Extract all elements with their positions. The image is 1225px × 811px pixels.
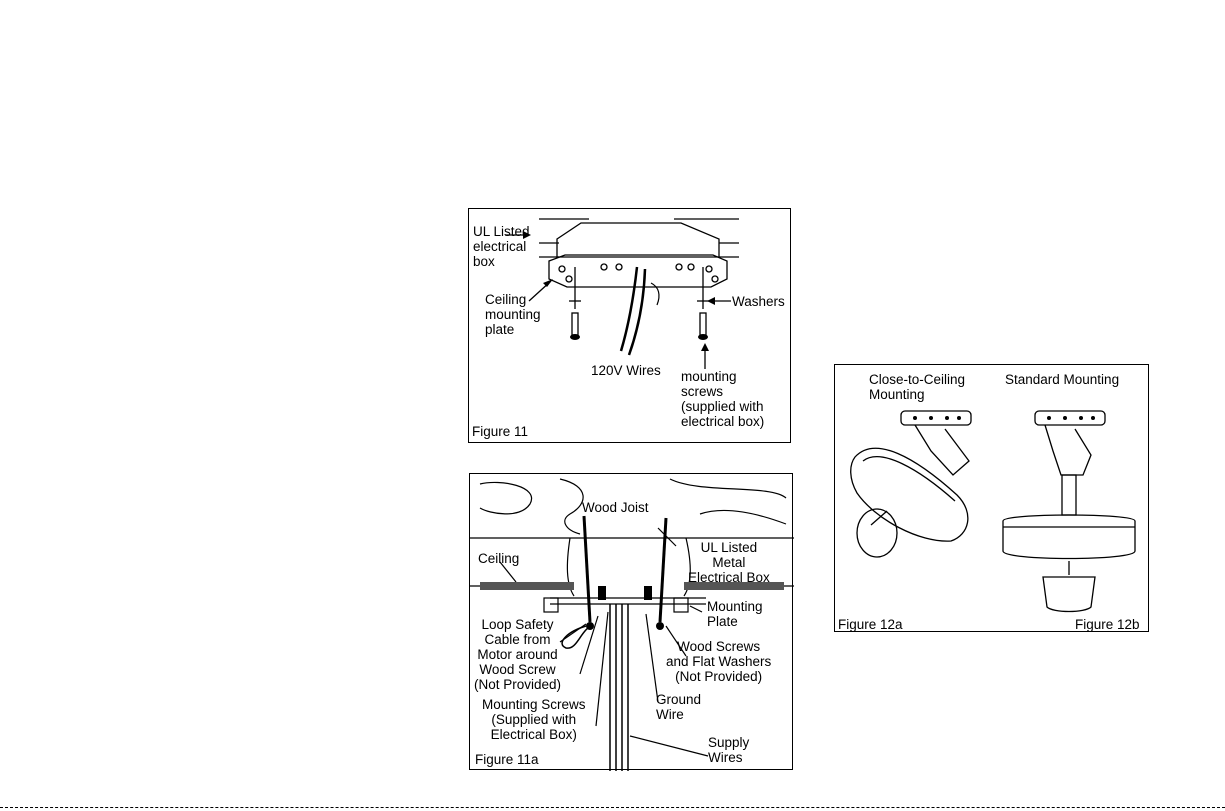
label-wood-screws-flat-washers: Wood Screws and Flat Washers (Not Provid… (666, 639, 772, 684)
downrod-shape (1061, 474, 1077, 516)
label-ul-listed-metal-electrical-box: UL Listed Metal Electrical Box (688, 540, 770, 585)
caption-figure-12a: Figure 12a (838, 617, 903, 632)
light-kit-right-shape (1042, 576, 1096, 613)
label-ceiling: Ceiling (478, 551, 520, 566)
label-supply-wires: Supply Wires (708, 735, 750, 765)
wood-screw-right-shape (658, 517, 668, 623)
ceiling-plate-left-shape (900, 410, 972, 426)
screw-right-shape (699, 312, 707, 336)
electrical-box-shape (556, 222, 720, 258)
figure-11: UL Listed electrical box Ceiling mountin… (468, 208, 791, 443)
figure-11a: Wood Joist Ceiling UL Listed Metal Elect… (469, 473, 794, 771)
label-mounting-screws: mounting screws (supplied with electrica… (681, 369, 765, 429)
fan-motor-level-shape (1002, 514, 1136, 560)
label-mounting-screws: Mounting Screws (Supplied with Electrica… (482, 697, 586, 742)
caption-figure-11: Figure 11 (472, 424, 529, 439)
label-washers: Washers (732, 294, 785, 309)
label-mounting-plate: Mounting Plate (707, 599, 763, 629)
fan-motor-tilted-shape (850, 447, 969, 542)
figure-11a-drawing (470, 478, 794, 771)
label-close-to-ceiling-mounting: Close-to-Ceiling Mounting (869, 372, 966, 402)
page-bottom-rule (0, 807, 1225, 808)
label-loop-safety-cable: Loop Safety Cable from Motor around Wood… (474, 617, 562, 692)
label-ground-wire: Ground Wire (656, 692, 702, 722)
light-kit-left-shape (856, 508, 898, 558)
figure-12: Close-to-Ceiling Mounting Standard Mount… (834, 364, 1149, 632)
figure-12-drawing (850, 410, 1136, 613)
label-standard-mounting: Standard Mounting (1005, 372, 1120, 387)
label-ceiling-mounting-plate: Ceiling mounting plate (485, 292, 541, 337)
caption-figure-12b: Figure 12b (1075, 617, 1140, 632)
screw-left-shape (571, 312, 579, 336)
mounting-plate-shape (548, 254, 728, 288)
ceiling-shape (480, 582, 574, 590)
label-120v-wires: 120V Wires (591, 363, 661, 378)
figure-11-drawing (505, 218, 739, 369)
label-wood-joist: Wood Joist (582, 500, 649, 515)
label-electrical-box: UL Listed electrical box (473, 224, 530, 269)
wire-shape (619, 266, 639, 352)
ceiling-plate-right-shape (1034, 410, 1106, 426)
wood-screw-left-shape (582, 515, 592, 623)
caption-figure-11a: Figure 11a (475, 752, 539, 767)
